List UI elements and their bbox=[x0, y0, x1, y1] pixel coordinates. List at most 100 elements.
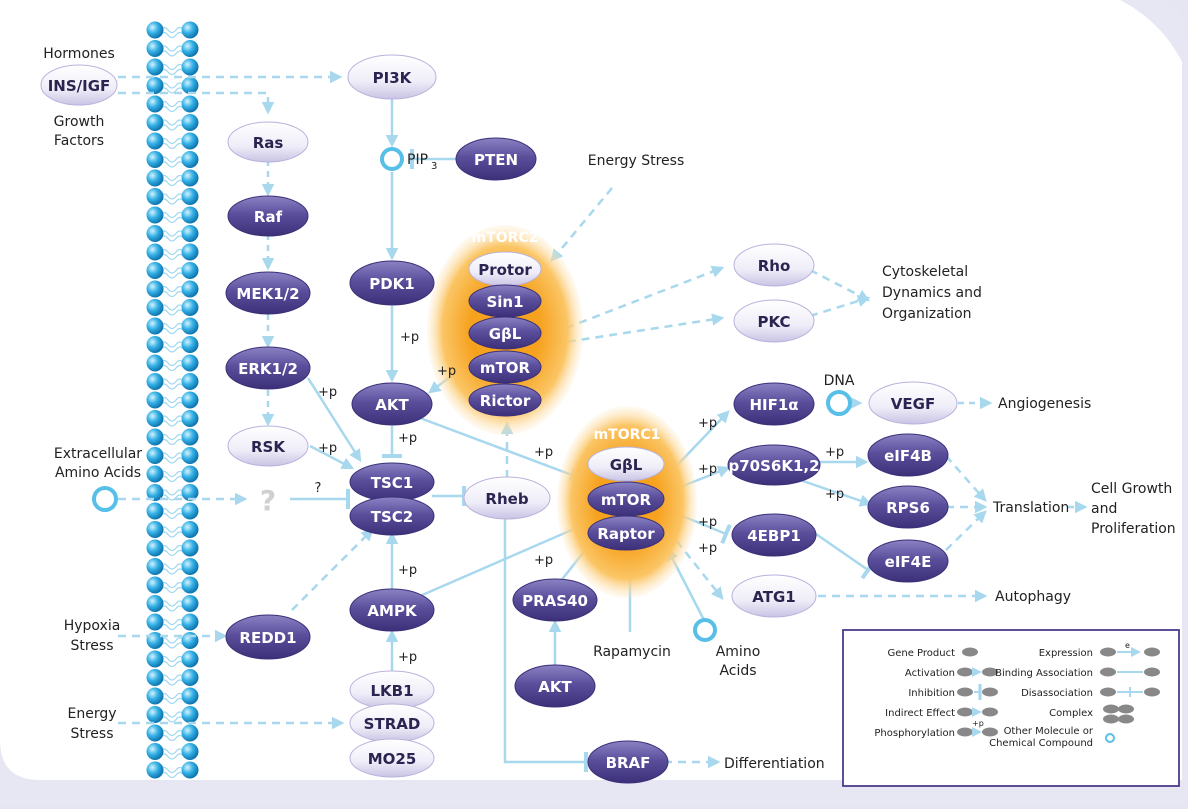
membrane-bead bbox=[146, 169, 164, 187]
node-tsc2[interactable]: TSC2 bbox=[349, 496, 435, 536]
phos-p70: +p bbox=[698, 462, 717, 477]
node-ras[interactable]: Ras bbox=[227, 121, 309, 163]
membrane-bead bbox=[146, 558, 164, 575]
node-shape bbox=[468, 316, 542, 350]
membrane-tail bbox=[159, 156, 185, 168]
membrane-tail bbox=[159, 100, 185, 113]
node-label: Raptor bbox=[597, 525, 655, 543]
node-eif4e[interactable]: eIF4E bbox=[867, 539, 949, 583]
node-gbl2[interactable]: GβL bbox=[468, 316, 542, 350]
amino-acids-label: Amino Acids bbox=[55, 465, 141, 481]
edge-eif4e-trans bbox=[945, 510, 987, 551]
node-shape bbox=[587, 740, 669, 784]
membrane-bead bbox=[181, 169, 199, 187]
membrane-tail bbox=[159, 341, 185, 353]
node-rheb[interactable]: Rheb bbox=[463, 476, 551, 520]
membrane-tail bbox=[159, 692, 185, 705]
legend-gene-product-swatch bbox=[962, 647, 978, 657]
phos-akt-tsc: +p bbox=[398, 431, 417, 446]
node-hif1a[interactable]: HIF1α bbox=[733, 382, 815, 426]
node-mtor2[interactable]: mTOR bbox=[468, 350, 542, 384]
membrane-tail bbox=[159, 766, 185, 779]
membrane-bead bbox=[181, 317, 199, 335]
node-atg1[interactable]: ATG1 bbox=[731, 574, 817, 618]
node-pten[interactable]: PTEN bbox=[455, 137, 537, 181]
membrane-bead bbox=[181, 447, 199, 464]
node-shape bbox=[868, 381, 958, 425]
node-raptor[interactable]: Raptor bbox=[587, 515, 665, 551]
energy-stress-top-label: Energy Stress bbox=[588, 153, 685, 169]
node-ampk[interactable]: AMPK bbox=[349, 588, 435, 632]
node-shape bbox=[733, 243, 815, 287]
node-rps6[interactable]: RPS6 bbox=[867, 485, 949, 529]
cell-growth-label-1: Cell Growth bbox=[1091, 481, 1172, 497]
node-label: ATG1 bbox=[752, 588, 795, 606]
node-label: INS/IGF bbox=[48, 77, 111, 95]
cyto-label-1: Cytoskeletal bbox=[882, 264, 968, 280]
pip-label: PIP bbox=[407, 152, 428, 168]
membrane-bead bbox=[146, 373, 164, 390]
membrane-tail bbox=[159, 563, 185, 575]
node-p70[interactable]: p70S6K1,2 bbox=[727, 444, 821, 486]
node-shape bbox=[463, 476, 551, 520]
node-mo25[interactable]: MO25 bbox=[349, 738, 435, 778]
node-akt[interactable]: AKT bbox=[351, 382, 433, 426]
node-vegf[interactable]: VEGF bbox=[868, 381, 958, 425]
node-rsk[interactable]: RSK bbox=[227, 425, 309, 467]
autophagy-label: Autophagy bbox=[995, 589, 1071, 605]
legend-binding: Binding Association bbox=[995, 668, 1093, 679]
membrane-bead bbox=[181, 484, 199, 501]
node-gbl1[interactable]: GβL bbox=[587, 446, 665, 482]
node-label: mTOR bbox=[480, 359, 531, 377]
node-pi3k[interactable]: PI3K bbox=[347, 54, 437, 100]
membrane-bead bbox=[181, 40, 199, 57]
phos-rps6: +p bbox=[825, 487, 844, 502]
node-akt2[interactable]: AKT bbox=[514, 664, 596, 708]
node-shape bbox=[40, 64, 118, 106]
molecule-circles bbox=[92, 147, 852, 642]
membrane-bead bbox=[146, 743, 164, 760]
legend-phos-swatch-a bbox=[957, 727, 973, 737]
node-pdk1[interactable]: PDK1 bbox=[349, 260, 435, 306]
membrane-bead bbox=[181, 632, 199, 649]
legend-expression-swatch-a bbox=[1100, 647, 1116, 657]
node-pkc[interactable]: PKC bbox=[733, 299, 815, 343]
node-sin1[interactable]: Sin1 bbox=[468, 284, 542, 318]
differentiation-label: Differentiation bbox=[724, 756, 825, 772]
membrane-bead bbox=[146, 40, 164, 57]
hormones-label: Hormones bbox=[43, 46, 115, 62]
membrane-bead bbox=[181, 95, 199, 113]
membrane-bead bbox=[146, 539, 164, 557]
node-tsc1[interactable]: TSC1 bbox=[349, 462, 435, 502]
node-mek[interactable]: MEK1/2 bbox=[225, 271, 311, 315]
phos-4ebp: +p bbox=[698, 515, 717, 530]
node-shape bbox=[455, 137, 537, 181]
node-shape bbox=[225, 346, 311, 390]
membrane-bead bbox=[181, 521, 199, 538]
membrane-tail bbox=[159, 452, 185, 464]
membrane-bead bbox=[181, 539, 199, 557]
node-redd1[interactable]: REDD1 bbox=[225, 614, 311, 660]
node-braf[interactable]: BRAF bbox=[587, 740, 669, 784]
legend-disassoc-line bbox=[1117, 687, 1143, 697]
node-ebp1[interactable]: 4EBP1 bbox=[731, 513, 817, 557]
node-erk[interactable]: ERK1/2 bbox=[225, 346, 311, 390]
legend-indirect-swatch-a bbox=[957, 707, 973, 717]
membrane-tail bbox=[159, 359, 185, 372]
node-lkb1[interactable]: LKB1 bbox=[349, 670, 435, 710]
phos-akt-mtorc1: +p bbox=[534, 445, 553, 460]
node-raf[interactable]: Raf bbox=[227, 195, 309, 237]
node-rictor[interactable]: Rictor bbox=[468, 383, 542, 417]
node-pras40[interactable]: PRAS40 bbox=[512, 578, 598, 622]
membrane-bead bbox=[181, 706, 199, 723]
energy-label-1: Energy bbox=[67, 706, 116, 722]
node-eif4b[interactable]: eIF4B bbox=[867, 433, 949, 477]
node-ins-igf[interactable]: INS/IGF bbox=[40, 64, 118, 106]
node-protor[interactable]: Protor bbox=[468, 251, 542, 287]
node-strad[interactable]: STRAD bbox=[349, 703, 435, 743]
membrane-tail bbox=[159, 322, 185, 335]
node-rho[interactable]: Rho bbox=[733, 243, 815, 287]
node-mtor1[interactable]: mTOR bbox=[587, 481, 665, 517]
legend-indirect: Indirect Effect bbox=[885, 708, 955, 719]
membrane-bead bbox=[146, 687, 164, 705]
